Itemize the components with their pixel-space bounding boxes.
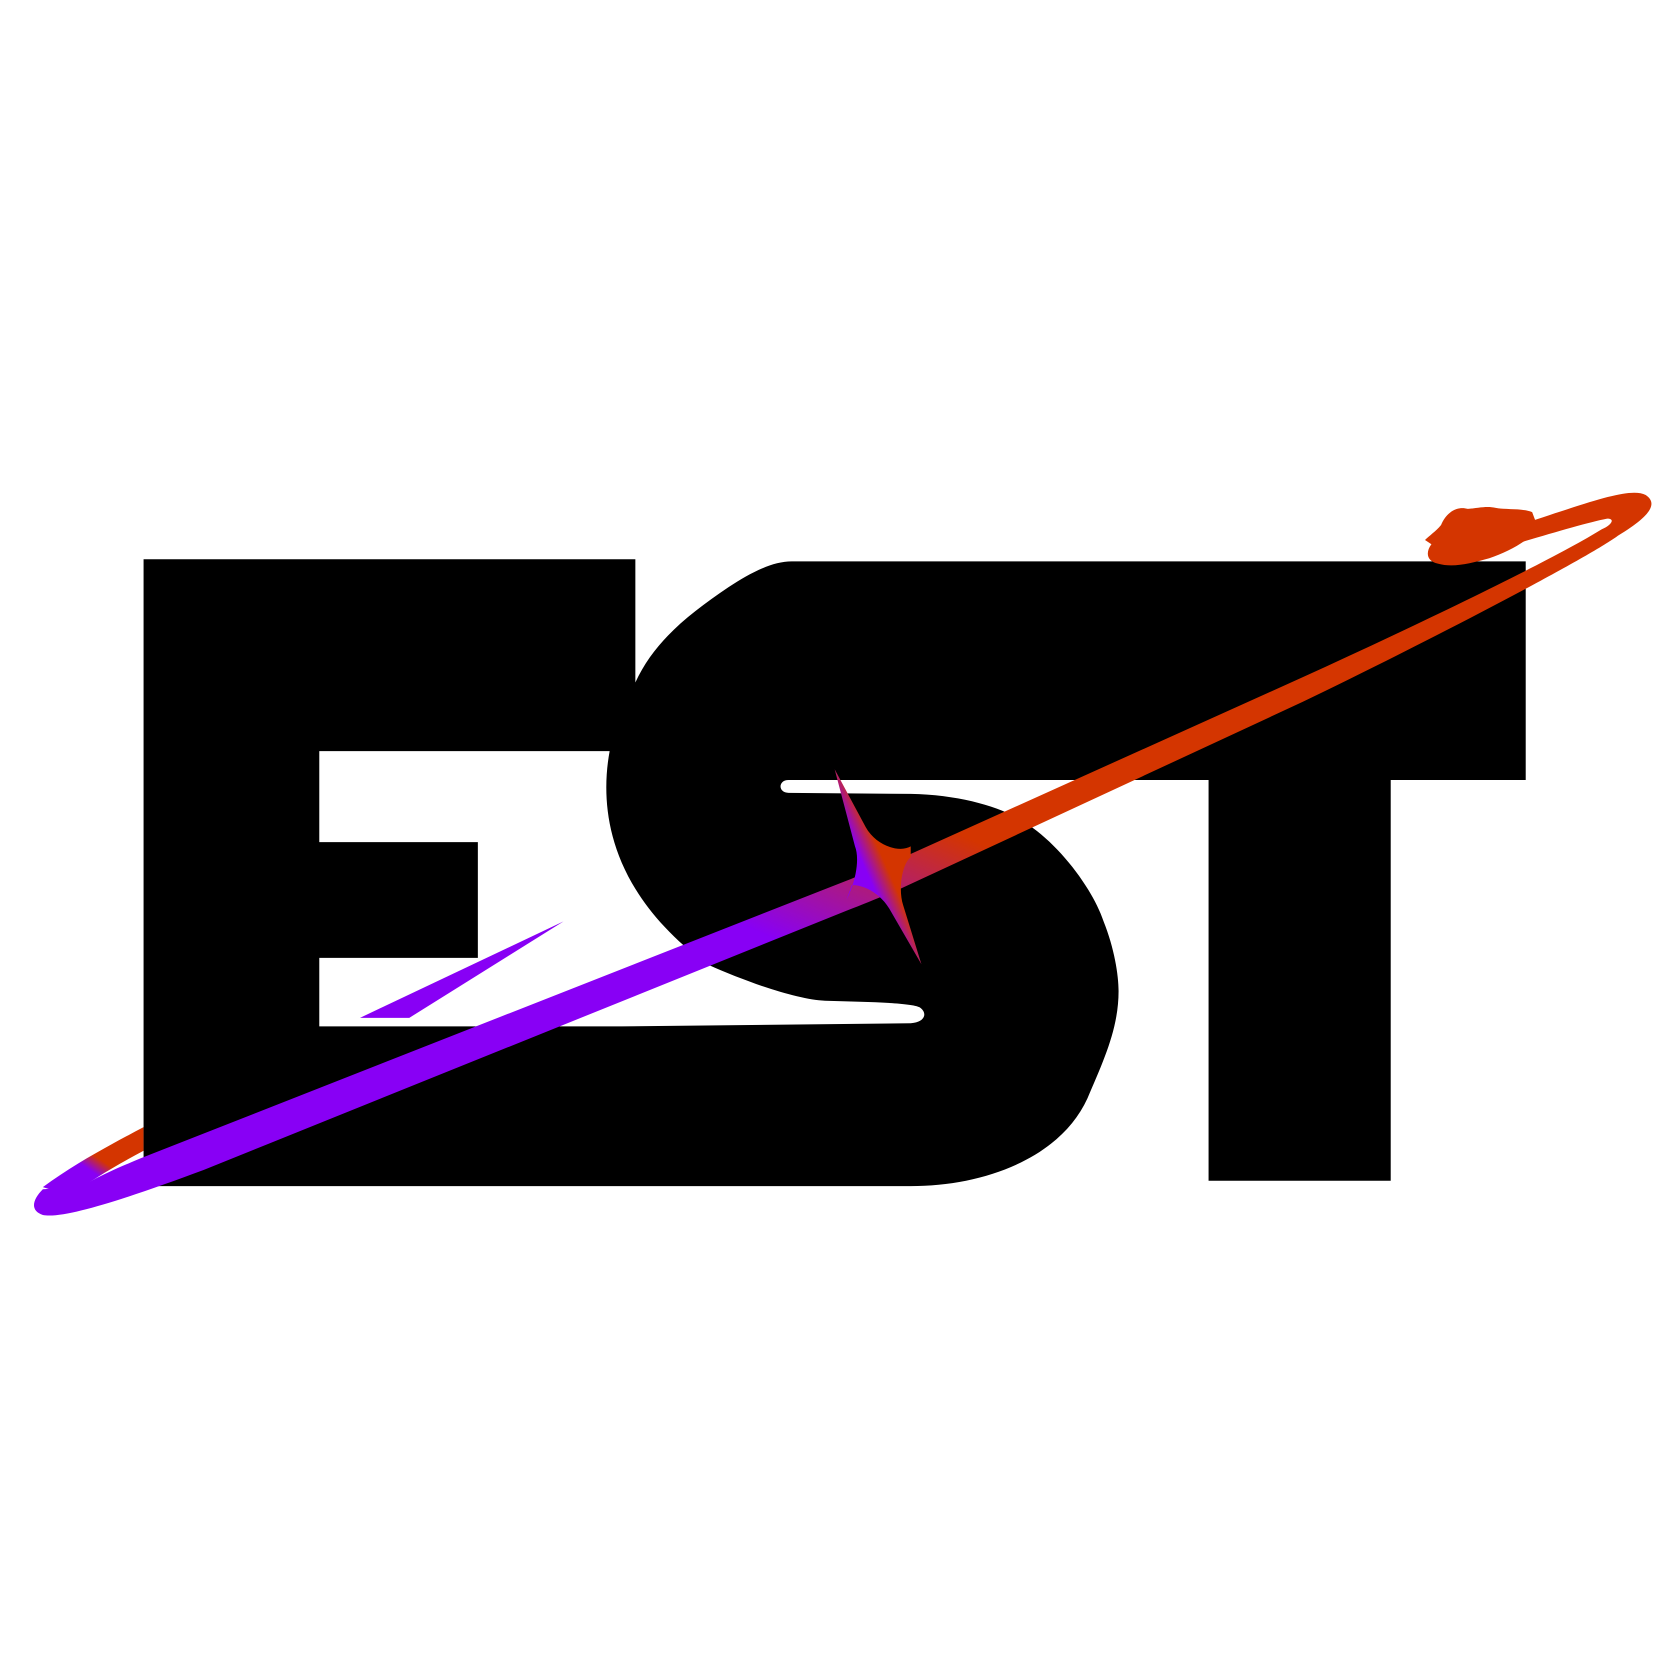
orbit-ring	[33, 492, 1652, 1216]
ring-back-segment	[42, 1127, 144, 1196]
logo-letter-counter	[319, 751, 925, 1027]
sparkle-star-icon	[834, 769, 922, 965]
rocket-icon	[1425, 506, 1539, 566]
